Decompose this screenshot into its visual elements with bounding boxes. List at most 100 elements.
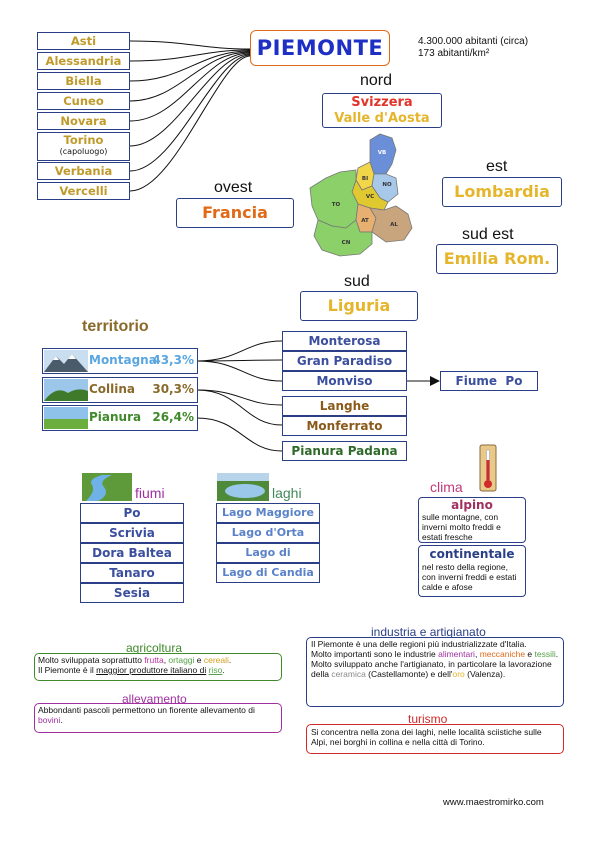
north-box: Svizzera Valle d'Aosta <box>322 93 442 128</box>
connector-alessandria <box>129 49 251 62</box>
tourism-title: turismo <box>408 712 448 726</box>
frutta: frutta <box>144 655 164 665</box>
connector-biella <box>129 50 251 82</box>
text: Molto importanti sono le industrie <box>311 649 439 659</box>
southeast-box: Emilia Rom. <box>436 244 558 274</box>
north-label: nord <box>360 72 393 89</box>
east-box: Lombardia <box>442 177 562 207</box>
connector-asti <box>129 40 251 50</box>
province-label: Verbania <box>54 164 113 178</box>
capital-note: (capoluogo) <box>59 147 108 156</box>
connector-vercelli <box>129 55 251 192</box>
alpine-name: alpino <box>451 498 493 512</box>
text: , <box>474 649 480 659</box>
hill-icon <box>44 379 88 401</box>
title-box: PIEMONTE <box>250 30 390 66</box>
lakes-title: laghi <box>272 485 302 501</box>
industry-p3: Molto sviluppato anche l'artigianato, in… <box>311 659 559 679</box>
territory-pianura: Pianura 26,4% <box>42 405 198 431</box>
province-asti: Asti <box>37 32 130 50</box>
density: 173 abitanti/km² <box>418 48 490 59</box>
river-label: Po <box>123 506 141 520</box>
industry-title: industria e artigianato <box>371 625 486 639</box>
tourism-box: Si concentra nella zona dei laghi, nelle… <box>306 724 564 754</box>
mountain-label: Monviso <box>316 374 373 388</box>
mountain-icon <box>44 350 88 372</box>
map-label-bi: BI <box>362 176 368 182</box>
southeast-value: Emilia Rom. <box>443 249 551 268</box>
industry-p1: Il Piemonte è una delle regioni più indu… <box>311 639 527 649</box>
east-value: Lombardia <box>454 182 550 201</box>
agriculture-title: agricoltura <box>126 641 183 655</box>
climate-continental: continentale nel resto della regione, co… <box>418 545 526 597</box>
text: . <box>222 665 225 675</box>
hill-langhe: Langhe <box>282 396 407 416</box>
river-item: Tanaro <box>80 563 184 583</box>
piemonte-map: VB BI NO VC TO AT AL CN <box>309 133 413 257</box>
population: 4.300.000 abitanti (circa) <box>418 36 529 47</box>
west-label: ovest <box>214 179 253 196</box>
text: Abbondanti pascoli permettono un fiorent… <box>38 705 255 715</box>
continental-name: continentale <box>429 547 515 561</box>
industry-p2: Molto importanti sono le industrie alime… <box>311 649 559 659</box>
river-label: Dora Baltea <box>92 546 172 560</box>
province-label: Novara <box>60 114 107 128</box>
connector-verbania <box>129 54 251 172</box>
lake-label: Lago Maggiore <box>221 506 315 519</box>
river-label: Tanaro <box>109 566 155 580</box>
river-label: Scrivia <box>109 526 155 540</box>
province-alessandria: Alessandria <box>37 52 130 70</box>
province-label: Cuneo <box>63 94 104 108</box>
province-label: Torino <box>63 133 104 147</box>
lake-item: Lago di Viverone <box>216 543 320 577</box>
cereali: cereali <box>203 655 229 665</box>
connector-cuneo <box>129 51 251 102</box>
riso: riso <box>208 665 223 675</box>
maggior-produttore: maggior produttore italiano di <box>96 665 207 675</box>
climate-title: clima <box>430 479 463 495</box>
map-label-cn: CN <box>342 240 351 246</box>
pianura-label: Pianura <box>89 410 142 424</box>
montagna-percent: 43,3% <box>152 353 194 367</box>
connector-monterosa <box>196 340 283 362</box>
tessili: tessili <box>534 649 556 659</box>
ortaggi: ortaggi <box>168 655 195 665</box>
southeast-label: sud est <box>462 226 514 243</box>
lake-label: Lago d'Orta <box>231 526 305 539</box>
province-label: Asti <box>70 34 97 48</box>
province-verbania: Verbania <box>37 162 130 180</box>
thermometer-icon <box>479 444 497 492</box>
mountain-gran-paradiso: Gran Paradiso <box>282 351 407 371</box>
lake-icon <box>217 473 269 501</box>
hill-monferrato: Monferrato <box>282 416 407 436</box>
text: Il Piemonte è il <box>38 665 97 675</box>
map-to <box>309 169 359 229</box>
mountain-monterosa: Monterosa <box>282 331 407 351</box>
text: (Valenza). <box>464 669 506 679</box>
text: e <box>194 655 204 665</box>
lake-label: Lago di Candia <box>222 566 314 579</box>
connector-novara <box>129 52 251 122</box>
map-label-no: NO <box>382 182 392 188</box>
farming-text: Abbondanti pascoli permettono un fiorent… <box>38 705 278 725</box>
east-label: est <box>486 158 508 175</box>
meccaniche: meccaniche <box>479 649 526 659</box>
climate-alpine: alpino sulle montagne, con inverni molto… <box>418 497 526 543</box>
mountain-label: Gran Paradiso <box>296 354 393 368</box>
province-label: Vercelli <box>59 184 108 198</box>
map-label-at: AT <box>361 218 369 224</box>
territory-collina: Collina 30,3% <box>42 377 198 403</box>
north-aosta: Valle d'Aosta <box>334 111 430 126</box>
south-value: Liguria <box>327 296 391 315</box>
mountain-monviso: Monviso <box>282 371 407 391</box>
hill-label: Langhe <box>319 399 370 413</box>
alimentari: alimentari <box>438 649 475 659</box>
lake-item: Lago d'Orta <box>216 523 320 543</box>
river-label: Sesia <box>113 586 151 600</box>
industry-box: Il Piemonte è una delle regioni più indu… <box>306 637 564 707</box>
collina-percent: 30,3% <box>152 382 194 396</box>
connector-gran-paradiso <box>196 359 283 362</box>
river-item: Sesia <box>80 583 184 603</box>
river-po-box: Fiume Po <box>440 371 538 391</box>
plain-label: Pianura Padana <box>291 444 398 458</box>
